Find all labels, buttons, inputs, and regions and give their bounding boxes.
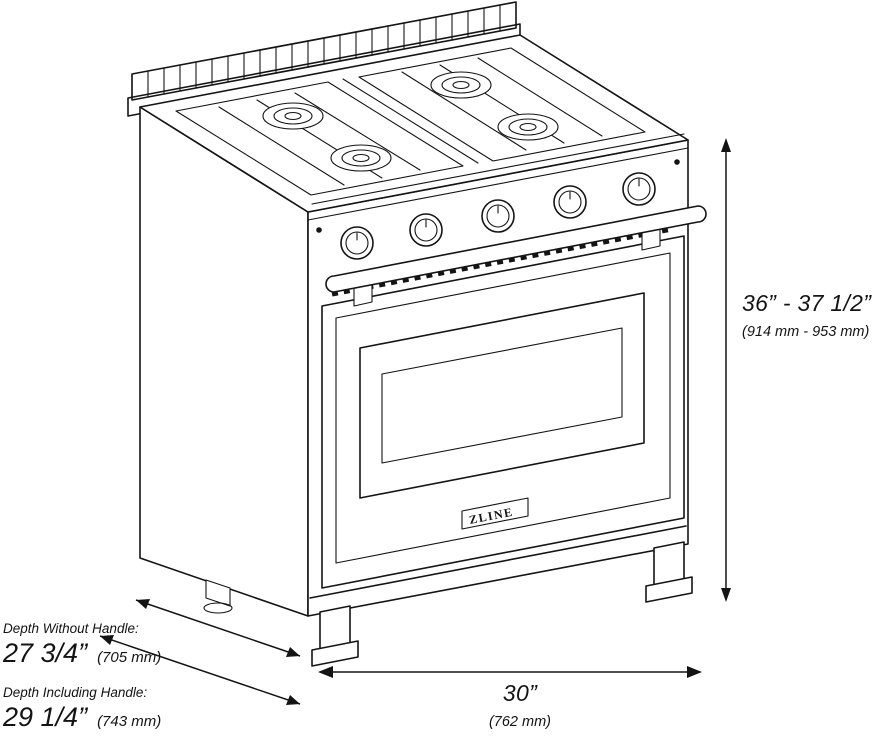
- knob-pointers: [356, 178, 640, 241]
- door-handle: [325, 205, 707, 307]
- cooktop-grates: [175, 47, 685, 205]
- burner: [497, 113, 559, 141]
- vent-slots: [331, 226, 673, 297]
- control-knob: [553, 185, 587, 219]
- depth-without-handle-value: 27 3/4”: [3, 638, 88, 668]
- depth-without-handle-value-row: 27 3/4” (705 mm): [3, 638, 161, 669]
- burner: [430, 71, 492, 99]
- burner: [330, 144, 392, 172]
- brand-badge: [461, 497, 529, 530]
- control-knob: [409, 213, 443, 247]
- control-knob: [481, 199, 515, 233]
- depth-including-handle-arrow: [99, 635, 301, 705]
- width-metric: (762 mm): [488, 714, 552, 730]
- panel-bolt: [674, 159, 680, 165]
- burners: [262, 71, 559, 172]
- depth-without-handle-metric: (705 mm): [97, 649, 162, 666]
- kick-plate-line: [309, 525, 687, 599]
- depth-including-handle-metric: (743 mm): [97, 713, 162, 730]
- depth-without-handle-arrow: [135, 599, 301, 657]
- depth-including-handle-label: Depth Including Handle:: [3, 685, 148, 700]
- width-dimension-arrow: [318, 666, 702, 678]
- control-knob: [340, 226, 374, 260]
- width-value: 30”: [502, 680, 538, 706]
- height-metric: (914 mm - 953 mm): [742, 324, 870, 340]
- burner: [262, 102, 324, 130]
- oven-door: ZLINE: [309, 235, 687, 599]
- depth-without-handle-label: Depth Without Handle:: [3, 621, 139, 636]
- height-value: 36” - 37 1/2”: [742, 290, 872, 316]
- width-dimension-label: 30” (762 mm): [425, 680, 615, 730]
- height-dimension-arrow: [721, 138, 731, 602]
- panel-bolt: [316, 227, 322, 233]
- height-dimension-label: 36” - 37 1/2” (914 mm - 953 mm): [742, 290, 871, 340]
- door-window: [359, 292, 645, 499]
- depth-including-handle-value-row: 29 1/4” (743 mm): [3, 702, 161, 733]
- control-panel: [307, 147, 689, 297]
- depth-including-handle-value: 29 1/4”: [3, 702, 88, 732]
- control-knob: [622, 172, 656, 206]
- feet: [203, 541, 693, 667]
